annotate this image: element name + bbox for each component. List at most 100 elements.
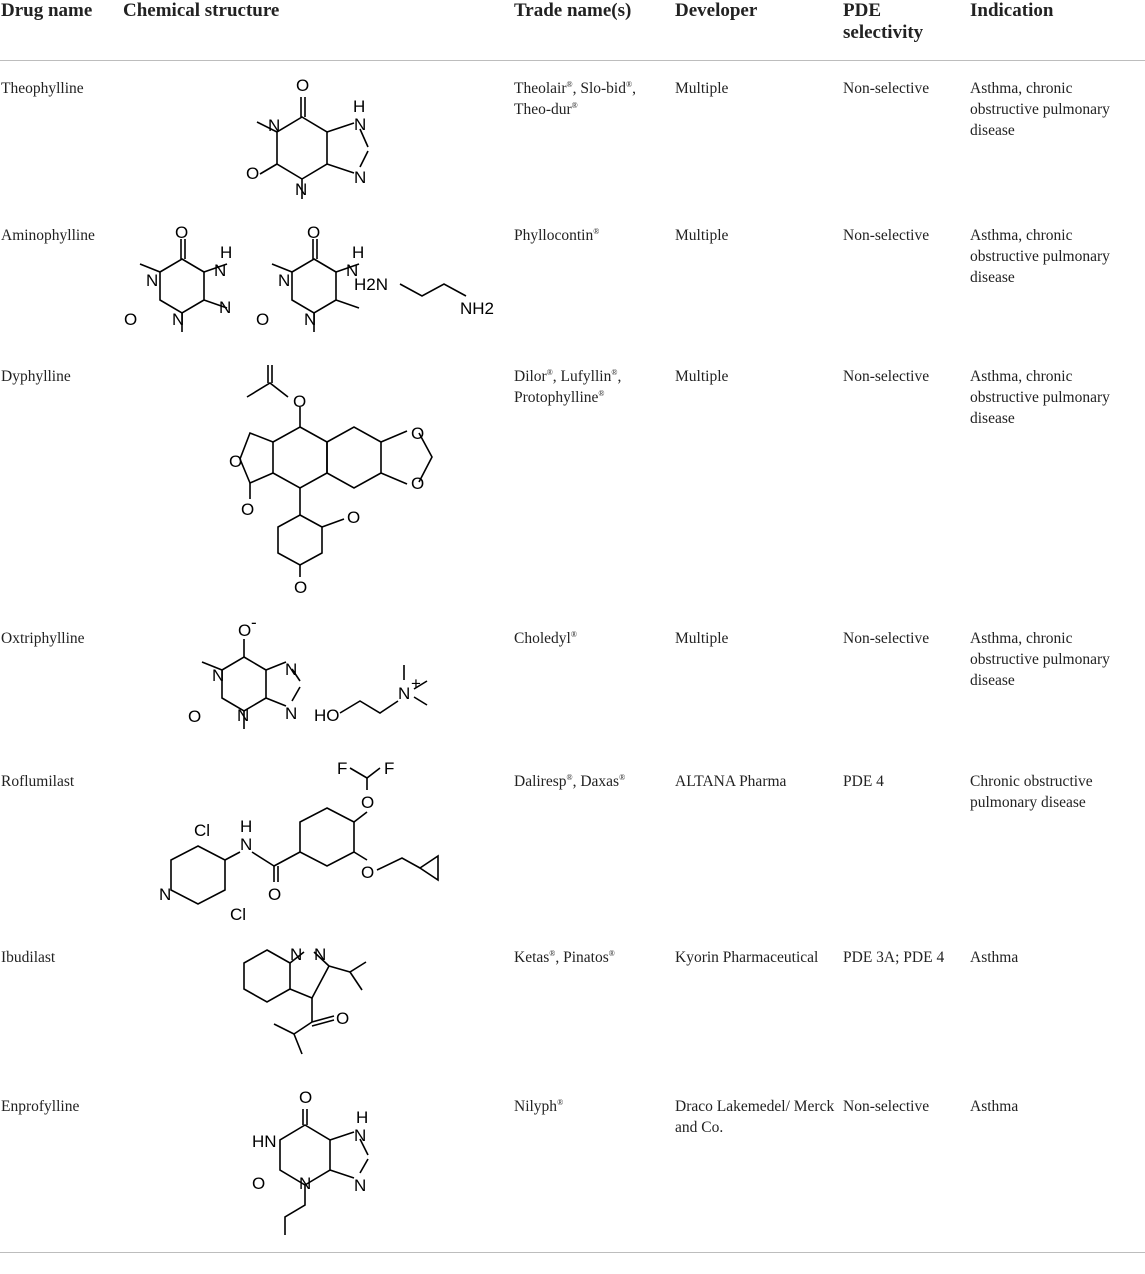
atom-n: N [212, 666, 224, 685]
indication: Asthma, chronic obstructive pulmonary di… [970, 227, 1110, 286]
atom-o: O [294, 578, 307, 597]
atom-n: N [295, 180, 307, 199]
charge-plus: + [411, 674, 421, 693]
atom-o: O [361, 793, 374, 812]
trade-names: Choledyl® [514, 629, 577, 647]
table-row: Theophylline O N O N H N [0, 61, 1145, 209]
atom-ho: HO [314, 706, 340, 725]
atom-o: O [241, 500, 254, 519]
atom-n: N [240, 835, 252, 854]
atom-o: O [175, 223, 188, 242]
atom-n: N [285, 660, 297, 679]
atom-o: O [238, 621, 251, 640]
pde-selectivity: Non-selective [843, 80, 930, 97]
atom-n: N [146, 271, 158, 290]
drug-name: Roflumilast [1, 773, 75, 790]
header-drug-name: Drug name [1, 0, 93, 21]
header-row: Drug name Chemical structure Trade name(… [0, 0, 1145, 61]
pde-selectivity: Non-selective [843, 368, 930, 385]
developer: Draco Lakemedel/ Merck and Co. [675, 1098, 835, 1136]
drug-name: Aminophylline [1, 227, 95, 244]
chemical-structure: O N O N H N N [122, 61, 513, 209]
header-indication: Indication [970, 0, 1054, 21]
table-row: Roflumilast F F O O O [0, 754, 1145, 930]
structure-ibudilast: N N O [243, 945, 367, 1055]
trade-names: Ketas®, Pinatos® [514, 948, 615, 966]
structure-aminophylline: O N O N H N N O N O N [124, 223, 494, 332]
atom-n: N [354, 1176, 366, 1195]
pde-selectivity: PDE 4 [843, 773, 884, 790]
atom-n: N [354, 168, 366, 187]
drug-name: Ibudilast [1, 949, 56, 966]
atom-n: N [285, 704, 297, 723]
trade-names: Dilor®, Lufyllin®,Protophylline® [514, 367, 622, 406]
structure-theophylline: O N O N H N N [246, 76, 369, 199]
atom-n: N [268, 116, 280, 135]
atom-n: N [237, 706, 249, 725]
atom-o: O [293, 392, 306, 411]
atom-o: O [246, 164, 259, 183]
developer: Multiple [675, 630, 729, 647]
atom-n: N [354, 1126, 366, 1145]
structure-oxtriphylline: O - N O N N N HO N + [188, 613, 428, 729]
indication: Asthma, chronic obstructive pulmonary di… [970, 80, 1110, 139]
trade-names: Daliresp®, Daxas® [514, 772, 626, 790]
atom-n: N [172, 310, 184, 329]
atom-nh2: NH2 [460, 299, 494, 318]
atom-n: N [346, 261, 358, 280]
header-trade-names: Trade name(s) [514, 0, 632, 21]
table-row: Ibudilast N N O Ketas®, Pinatos® [0, 930, 1145, 1079]
drug-name: Oxtriphylline [1, 630, 85, 647]
atom-n: N [304, 310, 316, 329]
indication: Chronic obstructive pulmonary disease [970, 773, 1093, 811]
chemical-structure: O HN O N H N N [122, 1079, 513, 1252]
chemical-structure: F F O O O H N [122, 754, 513, 930]
atom-o: O [256, 310, 269, 329]
header-chemical-structure: Chemical structure [123, 0, 280, 21]
developer: Kyorin Pharmaceutical [675, 949, 819, 966]
drug-name: Theophylline [1, 80, 84, 97]
atom-o: O [124, 310, 137, 329]
pde-selectivity: PDE 3A; PDE 4 [843, 949, 945, 966]
chemical-structure: N N O [122, 930, 513, 1079]
indication: Asthma, chronic obstructive pulmonary di… [970, 630, 1110, 689]
atom-n: N [354, 115, 366, 134]
atom-o: O [411, 474, 424, 493]
atom-o: O [347, 508, 360, 527]
indication: Asthma [970, 949, 1019, 966]
indication: Asthma [970, 1098, 1019, 1115]
atom-h: H [356, 1108, 368, 1127]
table-row: Oxtriphylline O - N O N N N [0, 611, 1145, 754]
atom-n: N [159, 885, 171, 904]
chemical-structure: O N O N H N N O N O N [122, 208, 513, 349]
pde-selectivity: Non-selective [843, 227, 930, 244]
atom-h: H [352, 243, 364, 262]
atom-o: O [411, 424, 424, 443]
trade-names: Nilyph® [514, 1097, 564, 1115]
developer: Multiple [675, 80, 729, 97]
atom-o: O [252, 1174, 265, 1193]
atom-o: O [268, 885, 281, 904]
trade-names: Theolair®, Slo-bid®,Theo-dur® [514, 79, 636, 118]
atom-cl: Cl [230, 905, 246, 920]
atom-cl: Cl [194, 821, 210, 840]
atom-n: N [314, 945, 326, 964]
atom-o: O [229, 452, 242, 471]
atom-h: H [220, 243, 232, 262]
atom-n: N [278, 271, 290, 290]
atom-f: F [337, 760, 347, 778]
drug-name: Enprofylline [1, 1098, 80, 1115]
trade-names: Phyllocontin® [514, 226, 600, 244]
pde-selectivity: Non-selective [843, 1098, 930, 1115]
atom-o: O [188, 707, 201, 726]
developer: ALTANA Pharma [675, 773, 787, 790]
structure-roflumilast: F F O O O H N [159, 759, 439, 924]
atom-h: H [353, 97, 365, 116]
atom-h: H [240, 817, 252, 836]
atom-n: N [398, 684, 410, 703]
charge-minus: - [251, 617, 257, 632]
atom-n: N [214, 261, 226, 280]
atom-n: N [219, 298, 231, 317]
atom-o: O [307, 223, 320, 242]
